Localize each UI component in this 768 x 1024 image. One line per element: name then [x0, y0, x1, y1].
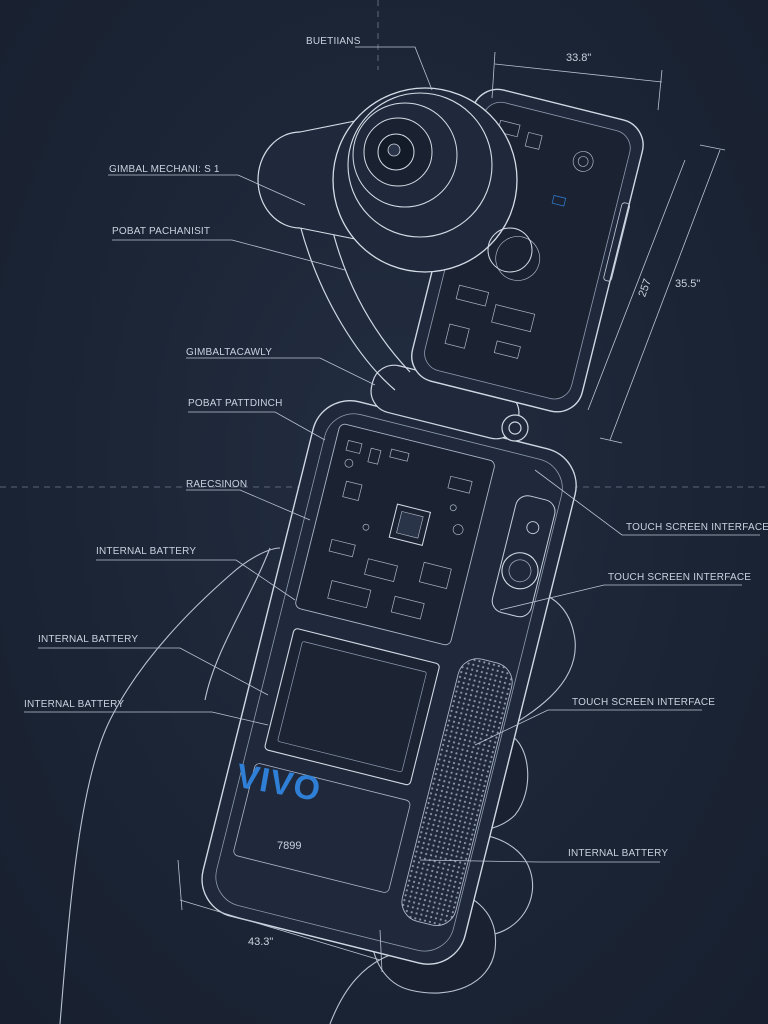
camera-head: [257, 87, 533, 273]
label-internal-battery-1: INTERNAL BATTERY: [96, 546, 197, 557]
label-touch-screen-2: TOUCH SCREEN INTERFACE: [608, 572, 752, 583]
label-internal-battery-4: INTERNAL BATTERY: [568, 848, 669, 859]
dimension-height-outer: 35.5": [675, 278, 701, 290]
label-touch-screen-1: TOUCH SCREEN INTERFACE: [626, 522, 768, 533]
dimension-width-bottom: 43.3": [248, 936, 274, 948]
serial-number: 7899: [277, 840, 302, 852]
label-gimbal-mechanism: GIMBAL MECHANI: S 1: [109, 164, 220, 175]
label-gimbal-tacawly: GIMBALTACAWLY: [186, 347, 273, 358]
handle-body: [201, 400, 577, 965]
dimension-lines: [177, 51, 726, 973]
label-pobat-pachanisit: POBAT PACHANISIT: [112, 226, 211, 237]
gimbal-hinge: [299, 219, 529, 442]
label-buetiians: BUETIIANS: [306, 36, 361, 47]
label-internal-battery-3: INTERNAL BATTERY: [24, 699, 125, 710]
label-internal-battery-2: INTERNAL BATTERY: [38, 634, 139, 645]
label-pobat-pattdinch: POBAT PATTDINCH: [188, 398, 283, 409]
leader-lines: [24, 46, 760, 863]
label-touch-screen-3: TOUCH SCREEN INTERFACE: [572, 697, 716, 708]
dimension-width-top: 33.8": [566, 52, 592, 64]
label-raecsinon: RAECSINON: [186, 479, 248, 490]
construction-lines: [0, 0, 768, 488]
